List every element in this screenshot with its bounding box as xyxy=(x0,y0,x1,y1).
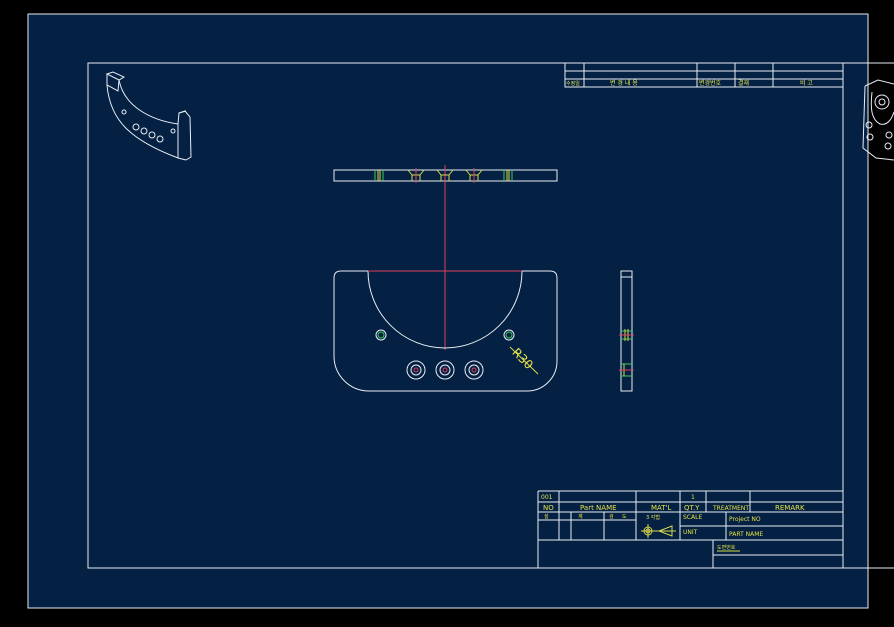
drawing-frame xyxy=(87,62,844,569)
remark-header: REMARK xyxy=(775,504,805,512)
side-view[interactable] xyxy=(619,270,634,392)
part-name-header: Part NAME xyxy=(580,504,617,512)
counterbore-hole xyxy=(435,360,455,380)
row1-no: 001 xyxy=(541,494,553,501)
sign-check: 검 xyxy=(609,513,614,520)
no-header: NO xyxy=(543,504,554,512)
rev-number-header: 변경번호 xyxy=(699,79,722,87)
treatment-header: TREATMENT xyxy=(712,505,749,512)
qty-header: QT.Y xyxy=(684,504,700,512)
front-view[interactable]: R30 xyxy=(333,270,558,392)
revision-block: 수정일 변 경 내 용 변경번호 결재 비 고 xyxy=(564,62,894,88)
title-block: 001 1 NO Part NAME MAT'L QT.Y TREATMENT … xyxy=(537,490,894,569)
drawing-number-label: 도면번호 xyxy=(717,544,736,551)
isometric-view-2[interactable] xyxy=(862,79,894,161)
iso-hole xyxy=(132,123,140,131)
iso-hole xyxy=(170,128,176,134)
mount-hole xyxy=(375,329,387,341)
iso-hole xyxy=(140,127,148,135)
rev-date-header: 수정일 xyxy=(566,80,580,87)
iso-hole xyxy=(156,135,164,143)
iso-hole xyxy=(121,109,127,115)
material-header: MAT'L xyxy=(651,504,671,512)
sign-draw: 계 xyxy=(578,513,583,520)
isometric-view[interactable] xyxy=(105,71,192,161)
projection-angle-label: 3 각법 xyxy=(646,514,660,521)
project-no-label: Project NO xyxy=(729,516,761,523)
rev-content-header: 변 경 내 용 xyxy=(610,79,638,87)
scale-label: SCALE xyxy=(683,514,702,521)
hidden-lines xyxy=(374,168,513,183)
third-angle-projection-icon xyxy=(641,524,676,538)
sign-design: 설 xyxy=(544,513,549,520)
rev-approval-header: 결재 xyxy=(738,79,749,87)
mount-hole xyxy=(503,329,515,341)
part-name-label: PART NAME xyxy=(729,531,763,538)
counterbore-hole xyxy=(406,360,426,380)
unit-label: UNIT xyxy=(683,529,698,536)
sign-approve: 도 xyxy=(622,514,627,520)
counterbore-hole xyxy=(464,360,484,380)
paper-sheet xyxy=(27,13,869,609)
row1-qty: 1 xyxy=(691,494,695,501)
rev-remark-header: 비 고 xyxy=(800,79,813,87)
top-view[interactable] xyxy=(333,165,558,184)
iso-hole xyxy=(148,131,156,139)
